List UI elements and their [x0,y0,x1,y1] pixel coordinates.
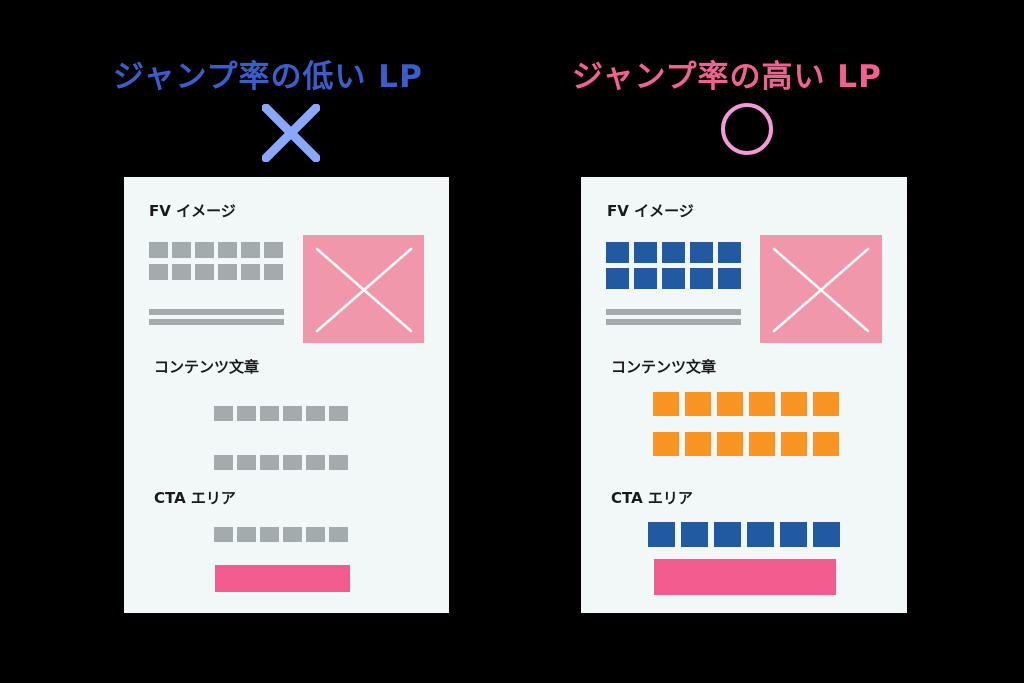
fv-image-label: FV イメージ [149,202,236,220]
low-jump-lp-mockup: FV イメージ コンテンツ文章 [124,177,449,613]
low-jump-rate-heading: ジャンプ率の低い LP [113,59,423,95]
fv-text-line [149,309,284,315]
fv-text-line [149,319,284,325]
cross-icon [261,103,321,163]
image-placeholder [303,235,424,343]
cta-area-label: CTA エリア [611,489,693,507]
image-cross-icon [772,247,870,333]
cta-area-label: CTA エリア [154,489,236,507]
fv-image-label: FV イメージ [607,202,694,220]
fv-text-line [606,319,741,325]
high-jump-rate-heading: ジャンプ率の高い LP [572,59,882,95]
circle-icon [718,101,776,157]
cta-button [654,559,836,595]
cta-button [215,565,350,592]
content-text-label: コンテンツ文章 [611,358,717,376]
high-jump-lp-mockup: FV イメージ コンテンツ文章 CTA エリア [581,177,907,613]
content-text-label: コンテンツ文章 [154,358,260,376]
image-placeholder [760,235,882,343]
image-cross-icon [315,247,413,333]
fv-text-line [606,309,741,315]
